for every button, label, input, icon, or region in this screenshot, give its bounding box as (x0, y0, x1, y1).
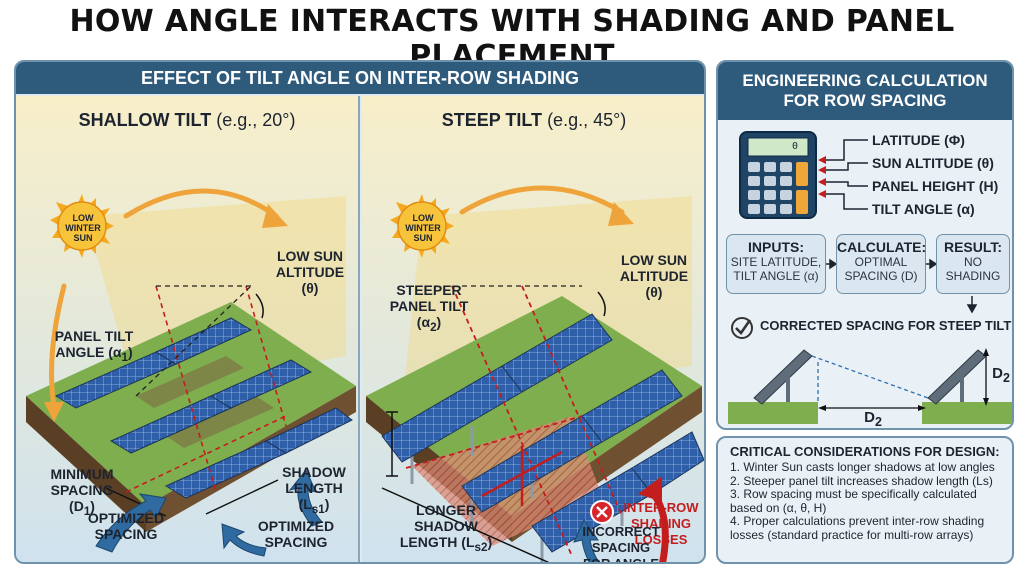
check-circle-icon (731, 317, 753, 339)
steep-tilt-scene: STEEP TILT (e.g., 45°) LOW WINTER SUN LO… (362, 96, 704, 564)
optimized-spacing-label-2: OPTIMIZED SPACING (257, 518, 335, 550)
critical-considerations-box: CRITICAL CONSIDERATIONS FOR DESIGN: 1. W… (716, 436, 1014, 564)
sun-path-arrowhead-right (262, 204, 288, 228)
sun-path-arrows (49, 188, 279, 409)
shadow-cast-arrows (481, 446, 563, 506)
calculation-header: ENGINEERING CALCULATION FOR ROW SPACING (718, 62, 1012, 120)
sun-altitude-label: LOW SUN ALTITUDE (θ) (619, 252, 689, 300)
solar-panel-rows (54, 317, 353, 499)
altitude-angle-arrow (255, 293, 264, 319)
shading-losses-label: INTER-ROW SHADING LOSSES (623, 500, 699, 547)
panel-tilt-label: PANEL TILT ANGLE (α1) (54, 328, 134, 364)
losses-pointer-arrowhead (638, 476, 662, 502)
incorrect-spacing-label: INCORRECT SPACING FOR ANGLE (582, 524, 660, 564)
sun-path-arrows (459, 185, 625, 215)
calculation-box: ENGINEERING CALCULATION FOR ROW SPACING (716, 60, 1014, 430)
ground-top (26, 302, 356, 506)
result-box: RESULT: NO SHADING (936, 234, 1010, 294)
shallow-tilt-title: SHALLOW TILT (e.g., 20°) (78, 110, 296, 130)
steeper-tilt-label: STEEPER PANEL TILT(α2) (389, 282, 469, 334)
sun-path-arrowhead (608, 202, 634, 226)
sun-path-arrowhead-left (44, 402, 64, 422)
critical-item-4: 4. Proper calculations prevent inter-row… (730, 514, 985, 542)
minimum-spacing-label: MINIMUM SPACING(D1) (50, 466, 114, 518)
longer-shadow-label: LONGER SHADOW LENGTH (Ls2) (399, 502, 493, 554)
sun-label: LOW WINTER SUN (405, 213, 441, 243)
variable-latitude: LATITUDE (Φ) (872, 132, 965, 148)
flow-arrows (826, 258, 978, 314)
calculation-illustration (728, 131, 1012, 424)
ground-side-left (26, 396, 146, 532)
error-x-mark (596, 506, 608, 518)
shadow-areas (136, 356, 274, 448)
inputs-box: INPUTS: SITE LATITUDE, TILT ANGLE (α) (726, 234, 826, 294)
variable-tilt-angle: TILT ANGLE (α) (872, 201, 975, 217)
engineering-panel: ENGINEERING CALCULATION FOR ROW SPACING (716, 60, 1014, 564)
variable-panel-height: PANEL HEIGHT (H) (872, 178, 999, 194)
altitude-guide-lines (135, 285, 252, 397)
corrected-spacing-diagram (728, 348, 1012, 424)
optimized-spacing-label-1: OPTIMIZED SPACING (87, 510, 165, 542)
sun-icon (390, 194, 454, 258)
altitude-angle-arrow (597, 291, 606, 317)
variable-sun-altitude: SUN ALTITUDE (θ) (872, 155, 994, 171)
corrected-spacing-label: CORRECTED SPACING FOR STEEP TILT (760, 318, 1012, 333)
steep-tilt-title: STEEP TILT (e.g., 45°) (441, 110, 627, 130)
shadow-dashed-lines (405, 285, 623, 557)
variable-connectors (818, 139, 868, 210)
d2-spacing-label: D2 (864, 409, 882, 429)
critical-title: CRITICAL CONSIDERATIONS FOR DESIGN: (730, 444, 1000, 459)
steep-tilt-illustration (362, 96, 704, 562)
sun-altitude-label: LOW SUN ALTITUDE (θ) (275, 248, 345, 296)
callout-arrows (95, 469, 323, 557)
calculate-box: CALCULATE: OPTIMAL SPACING (D) (836, 234, 926, 294)
shallow-tilt-scene: SHALLOW TILT (e.g., 20°) LOW WINTER SUN … (16, 96, 360, 562)
critical-item-2: 2. Steeper panel tilt increases shadow l… (730, 473, 993, 488)
sun-icon (50, 194, 114, 258)
shadow-dashed-lines (125, 285, 287, 493)
calculator-icon (739, 131, 817, 219)
incorrect-spacing-arrow (573, 518, 600, 562)
tilt-effect-panel: EFFECT OF TILT ANGLE ON INTER-ROW SHADIN… (14, 60, 706, 564)
critical-item-1: 1. Winter Sun casts longer shadows at lo… (730, 460, 995, 474)
calculator-display: 0 (792, 141, 799, 152)
shallow-tilt-illustration (16, 96, 358, 562)
sun-label: LOW WINTER SUN (65, 213, 101, 243)
tilt-effect-header: EFFECT OF TILT ANGLE ON INTER-ROW SHADIN… (16, 62, 704, 94)
panel-height-marker (381, 411, 550, 562)
shadow-length-label: SHADOW LENGTH (Ls1) (282, 464, 346, 516)
critical-item-3: 3. Row spacing must be specifically calc… (730, 487, 977, 515)
page-title: HOW ANGLE INTERACTS WITH SHADING AND PAN… (69, 4, 955, 74)
d2-height-label: D2 (992, 365, 1010, 386)
